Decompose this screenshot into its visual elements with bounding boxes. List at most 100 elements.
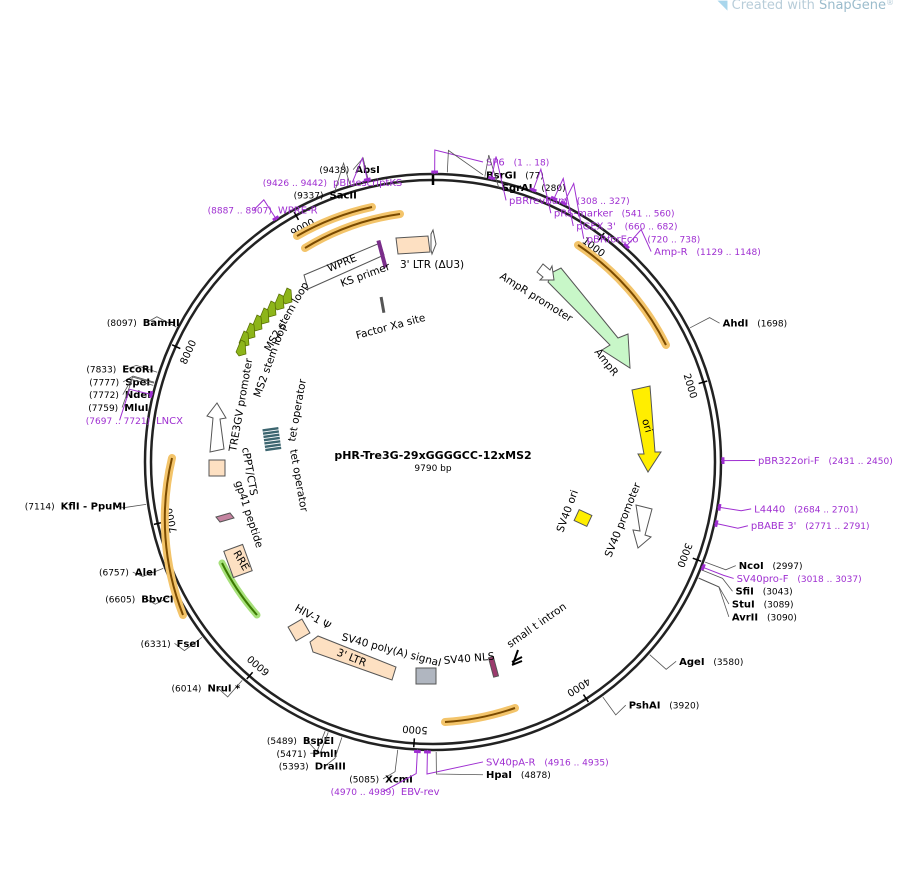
orf-arc-gp41-line [221, 562, 258, 616]
site-leader-line [122, 375, 155, 383]
bp-tick-label: 4000 [565, 675, 592, 698]
primer-label: SV40pro-F (3018 .. 3037) [737, 574, 862, 585]
primer-leader-line [490, 156, 507, 201]
ms2-stem-loop-arrow [281, 287, 293, 305]
site-name: DraIII [315, 762, 346, 773]
site-leader-line [146, 316, 177, 328]
annotation-labels: SP6 (1 .. 18)BsrGI (77)SgrAI (280)pBRrev… [25, 149, 893, 798]
feature-label-tet-operator-1: tet operator [286, 378, 309, 443]
primer-name: pBR322ori-F [758, 456, 820, 467]
3ltr-du3-arrow [395, 235, 431, 255]
site-name: BamHI [143, 318, 180, 329]
ms2-stem-loops [235, 287, 293, 357]
primer-name: pRS-marker [554, 209, 614, 220]
site-leader-line [484, 154, 500, 188]
site-name: KflI - PpuMI [61, 501, 126, 512]
site-name: BspEI [303, 736, 334, 747]
site-leader-line [126, 364, 158, 373]
site-position: (6331) [141, 640, 171, 650]
site-leader-line [705, 561, 736, 571]
orf-arc-sv40 [441, 704, 519, 726]
bp-tick-mark [412, 738, 416, 748]
site-leader-line [174, 636, 203, 652]
orf-arrows [160, 203, 670, 726]
tet-operator-block [265, 446, 282, 452]
primer-binding-mark [272, 215, 280, 222]
primer-label: pBABE 3' (2771 .. 2791) [751, 521, 870, 532]
primer-name: pBRforEco [587, 234, 639, 245]
primer-range: (1 .. 18) [511, 159, 550, 169]
site-position: (3089) [761, 601, 794, 611]
primer-range: (720 .. 738) [645, 235, 701, 245]
site-label: (7833)EcoRI [86, 365, 153, 376]
site-leader-line [602, 696, 627, 716]
primer-range: (660 .. 682) [622, 223, 678, 233]
site-name: MluI [124, 403, 148, 414]
site-label: (8097)BamHI [107, 318, 180, 329]
3ltr-du3-tail [430, 228, 437, 256]
primer-label: pBRforEco (720 .. 738) [587, 234, 701, 245]
site-label: (6757)AleI [99, 568, 157, 579]
primer-name: SV40pro-F [737, 574, 789, 585]
site-position: (5471) [276, 750, 306, 760]
site-label: BsrGI (77) [486, 170, 544, 181]
primer-label: pBRrevBam (308 .. 327) [509, 196, 630, 207]
site-position: (9337) [294, 192, 324, 202]
primer-range: (2684 .. 2701) [791, 505, 858, 515]
primer-range: (2431 .. 2450) [826, 457, 893, 467]
primer-range: (9426 .. 9442) [263, 179, 327, 189]
ks-primer-mark [376, 239, 388, 269]
feature-label-sv40-nls: SV40 NLS [443, 651, 495, 667]
site-label: (7777)SpeI [89, 377, 150, 388]
sv40-nls-mark [487, 655, 500, 678]
tre3gv-promoter-arrow [206, 402, 227, 453]
bp-tick-mark [692, 557, 702, 563]
primer-binding-mark [550, 195, 558, 202]
watermark-brand: SnapGene [818, 0, 886, 13]
primer-leader-line [717, 506, 752, 512]
primer-name: L4440 [754, 504, 785, 515]
primer-name: pBluescriptKS [333, 178, 402, 189]
site-label: (5471)PmlI [276, 749, 337, 760]
bp-tick-label: 2000 [681, 372, 699, 400]
primer-label: (9426 .. 9442) pBluescriptKS [263, 178, 403, 189]
primer-range: (2771 .. 2791) [802, 522, 869, 532]
site-name: BsrGI [486, 170, 516, 181]
bp-tick-label: 6000 [246, 653, 272, 678]
site-name: AhdI [723, 319, 749, 330]
feature-label-3ltr-du3: 3' LTR (ΔU3) [400, 259, 464, 271]
site-label: (6605)BbvCI [105, 594, 173, 605]
primer-binding-mark [148, 390, 154, 399]
site-name: NruI * [207, 683, 241, 694]
site-leader-line [333, 161, 351, 196]
primer-leader-line [552, 176, 574, 227]
site-label: SfiI (3043) [735, 587, 792, 598]
feature-label-sv40-ori: SV40 ori [555, 488, 581, 534]
site-position: (3920) [666, 702, 699, 712]
site-position: (6757) [99, 569, 129, 579]
primer-leader-line [426, 749, 484, 775]
site-name: AvrII [732, 612, 758, 623]
primer-range: (541 .. 560) [619, 210, 675, 220]
primer-name: EBV-rev [401, 787, 440, 798]
ampr-promoter-arrow [536, 263, 555, 281]
site-label: HpaI (4878) [486, 770, 551, 781]
site-position: (280) [539, 184, 566, 194]
site-label: PshAI (3920) [629, 701, 699, 712]
site-position: (7777) [89, 378, 119, 388]
primer-label: (4970 .. 4989)EBV-rev [331, 787, 440, 798]
primer-leader-line [532, 167, 552, 214]
site-position: (5393) [279, 763, 309, 773]
site-position: (5489) [267, 737, 297, 747]
primer-name: SP6 [486, 158, 505, 169]
3ltr-arrow [309, 635, 397, 681]
site-leader-line [701, 569, 733, 592]
site-leader-line [306, 731, 326, 753]
site-position: (7114) [25, 502, 55, 512]
site-leader-line [698, 577, 730, 617]
site-name: PshAI [629, 701, 661, 712]
primer-leader-line [382, 749, 418, 793]
site-leader-line [122, 376, 155, 395]
site-name: AbsI [355, 165, 380, 176]
